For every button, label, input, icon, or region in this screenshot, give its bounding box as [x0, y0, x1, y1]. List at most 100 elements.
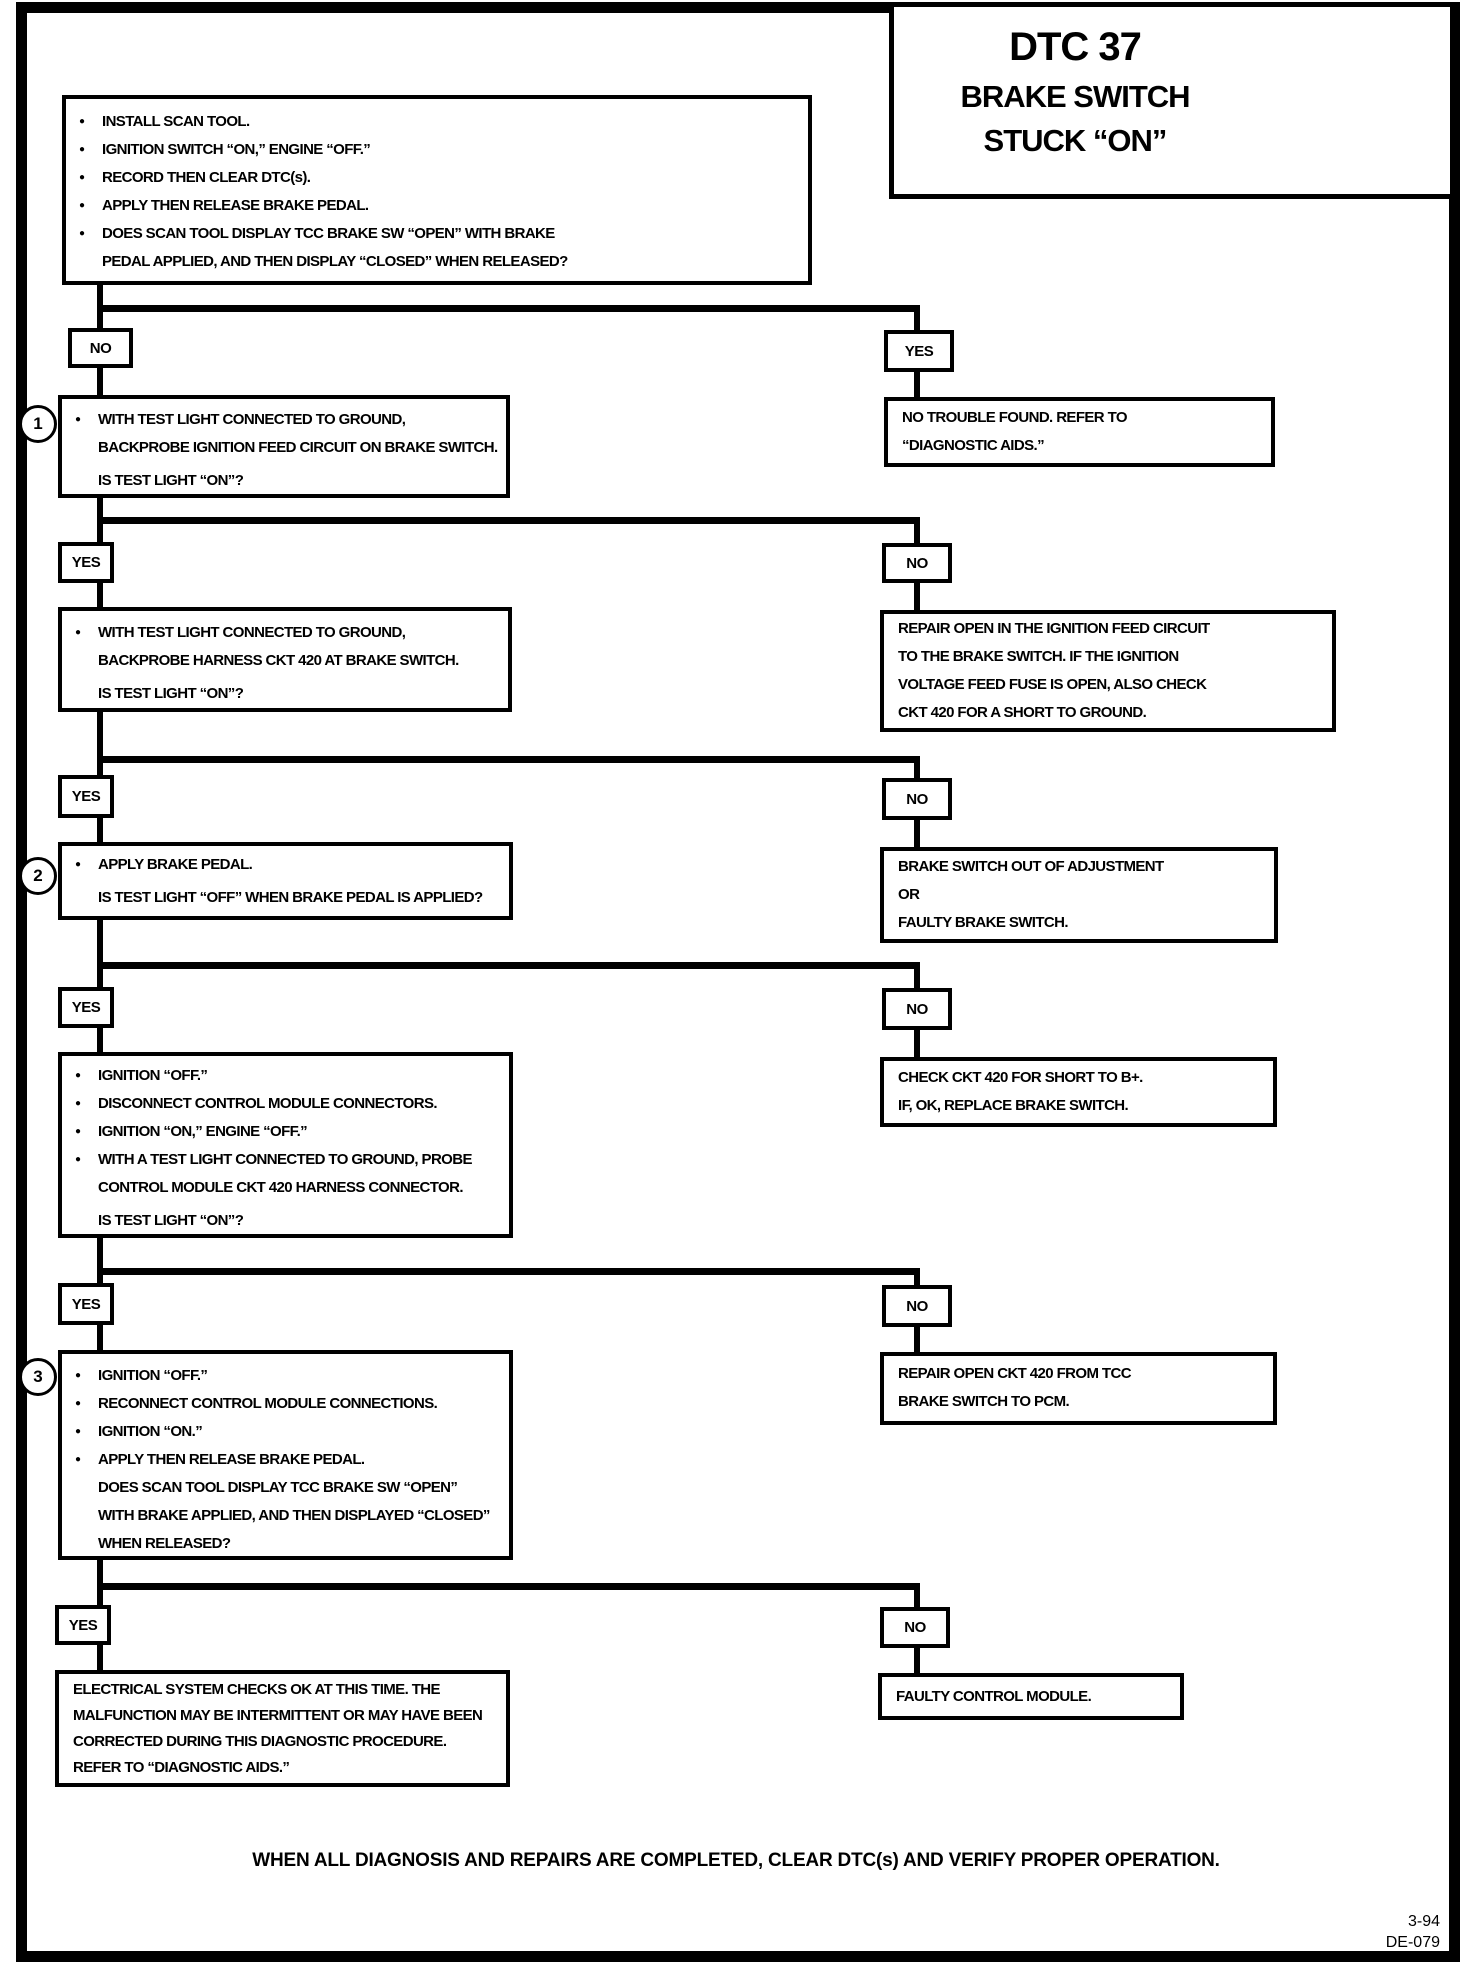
result-line: MALFUNCTION MAY BE INTERMITTENT OR MAY H… — [73, 1707, 483, 1724]
no-label: NO — [882, 543, 952, 583]
connector-line — [914, 517, 920, 547]
result-line: IF, OK, REPLACE BRAKE SWITCH. — [898, 1097, 1129, 1114]
step-marker-2: 2 — [19, 857, 57, 895]
no-label: NO — [882, 778, 952, 820]
document-number: DE-079 — [1385, 1934, 1440, 1951]
result-line: FAULTY CONTROL MODULE. — [896, 1688, 1092, 1705]
step-marker-3: 3 — [19, 1358, 57, 1396]
yes-label: YES — [884, 330, 954, 372]
connector-line — [914, 1268, 920, 1289]
title-line: STUCK “ON” — [983, 123, 1168, 158]
connector-line — [97, 1026, 103, 1056]
question-box-5: IGNITION “OFF.” RECONNECT CONTROL MODULE… — [58, 1350, 513, 1560]
title-line: BRAKE SWITCH — [960, 79, 1190, 114]
instruction-line: IGNITION SWITCH “ON,” ENGINE “OFF.” — [66, 136, 808, 164]
instruction-line: INSTALL SCAN TOOL. — [66, 108, 808, 136]
question-line: DOES SCAN TOOL DISPLAY TCC BRAKE SW “OPE… — [98, 1479, 458, 1496]
instruction-line: WITH TEST LIGHT CONNECTED TO GROUND, — [62, 619, 508, 647]
switch-adjustment-box: BRAKE SWITCH OUT OF ADJUSTMENT OR FAULTY… — [880, 847, 1278, 943]
repair-ignition-feed-box: REPAIR OPEN IN THE IGNITION FEED CIRCUIT… — [880, 610, 1336, 732]
result-line: REPAIR OPEN IN THE IGNITION FEED CIRCUIT — [898, 620, 1210, 637]
question-line: WHEN RELEASED? — [98, 1535, 231, 1552]
question-line: IS TEST LIGHT “ON”? — [98, 685, 244, 702]
branch-line — [97, 962, 920, 969]
instruction-line: APPLY BRAKE PEDAL. — [62, 851, 509, 879]
connector-line — [97, 918, 103, 991]
instruction-line: PEDAL APPLIED, AND THEN DISPLAY “CLOSED”… — [102, 253, 568, 270]
branch-line — [97, 517, 920, 524]
connector-line — [914, 305, 920, 334]
yes-label: YES — [58, 775, 114, 818]
branch-line — [97, 1268, 920, 1275]
result-line: FAULTY BRAKE SWITCH. — [898, 914, 1069, 931]
step-marker-1: 1 — [19, 405, 57, 443]
result-line: CORRECTED DURING THIS DIAGNOSTIC PROCEDU… — [73, 1733, 447, 1750]
connector-line — [914, 581, 920, 614]
connector-line — [914, 756, 920, 782]
result-line: VOLTAGE FEED FUSE IS OPEN, ALSO CHECK — [898, 676, 1207, 693]
branch-line — [97, 1583, 920, 1590]
instruction-line: WITH TEST LIGHT CONNECTED TO GROUND, — [62, 406, 506, 434]
instruction-line: DISCONNECT CONTROL MODULE CONNECTORS. — [62, 1090, 509, 1118]
result-line: BRAKE SWITCH OUT OF ADJUSTMENT — [898, 858, 1164, 875]
result-line: OR — [898, 886, 920, 903]
repair-ckt-box: REPAIR OPEN CKT 420 FROM TCC BRAKE SWITC… — [880, 1352, 1277, 1425]
page-reference: 3-94 DE-079 — [1386, 1911, 1440, 1953]
connector-line — [914, 1325, 920, 1356]
branch-line — [97, 756, 920, 763]
start-box: INSTALL SCAN TOOL. IGNITION SWITCH “ON,”… — [62, 95, 812, 285]
connector-line — [914, 370, 920, 401]
connector-line — [914, 962, 920, 992]
result-line: REPAIR OPEN CKT 420 FROM TCC — [898, 1365, 1132, 1382]
instruction-line: IGNITION “OFF.” — [62, 1062, 509, 1090]
dtc-title: DTC 37 — [1009, 25, 1142, 69]
question-box-4: IGNITION “OFF.” DISCONNECT CONTROL MODUL… — [58, 1052, 513, 1238]
question-box-1: WITH TEST LIGHT CONNECTED TO GROUND, BAC… — [58, 395, 510, 498]
no-trouble-box: NO TROUBLE FOUND. REFER TO “DIAGNOSTIC A… — [884, 397, 1275, 467]
instruction-line: APPLY THEN RELEASE BRAKE PEDAL. — [62, 1446, 509, 1474]
question-line: IS TEST LIGHT “OFF” WHEN BRAKE PEDAL IS … — [98, 889, 483, 906]
result-line: BRAKE SWITCH TO PCM. — [898, 1393, 1070, 1410]
no-label: NO — [880, 1607, 950, 1648]
yes-label: YES — [58, 1283, 114, 1325]
question-line: IS TEST LIGHT “ON”? — [98, 1212, 244, 1229]
result-line: CKT 420 FOR A SHORT TO GROUND. — [898, 704, 1147, 721]
faulty-module-box: FAULTY CONTROL MODULE. — [878, 1673, 1184, 1720]
page-border — [16, 2, 1460, 1962]
footer-note: WHEN ALL DIAGNOSIS AND REPAIRS ARE COMPL… — [252, 1850, 1220, 1871]
instruction-line: DOES SCAN TOOL DISPLAY TCC BRAKE SW “OPE… — [66, 220, 808, 248]
instruction-line: APPLY THEN RELEASE BRAKE PEDAL. — [66, 192, 808, 220]
connector-line — [914, 818, 920, 851]
result-line: CHECK CKT 420 FOR SHORT TO B+. — [898, 1069, 1143, 1086]
instruction-line: IGNITION “ON.” — [62, 1418, 509, 1446]
result-line: TO THE BRAKE SWITCH. IF THE IGNITION — [898, 648, 1179, 665]
result-line: “DIAGNOSTIC AIDS.” — [902, 437, 1045, 454]
connector-line — [97, 816, 103, 846]
page-number: 3-94 — [1407, 1913, 1440, 1930]
instruction-line: BACKPROBE IGNITION FEED CIRCUIT ON BRAKE… — [98, 439, 498, 456]
instruction-line: IGNITION “OFF.” — [62, 1362, 509, 1390]
yes-label: YES — [55, 1605, 111, 1645]
connector-line — [97, 710, 103, 779]
connector-line — [97, 1236, 103, 1287]
instruction-line: CONTROL MODULE CKT 420 HARNESS CONNECTOR… — [98, 1179, 463, 1196]
connector-line — [97, 366, 103, 399]
connector-line — [97, 581, 103, 611]
question-box-3: APPLY BRAKE PEDAL. IS TEST LIGHT “OFF” W… — [58, 842, 513, 920]
instruction-line: WITH A TEST LIGHT CONNECTED TO GROUND, P… — [62, 1146, 509, 1174]
no-label: NO — [68, 328, 133, 368]
result-line: REFER TO “DIAGNOSTIC AIDS.” — [73, 1759, 290, 1776]
check-ckt-box: CHECK CKT 420 FOR SHORT TO B+. IF, OK, R… — [880, 1057, 1277, 1127]
connector-line — [97, 1643, 103, 1674]
instruction-line: RECONNECT CONTROL MODULE CONNECTIONS. — [62, 1390, 509, 1418]
yes-label: YES — [58, 987, 114, 1028]
no-label: NO — [882, 1285, 952, 1327]
connector-line — [97, 1323, 103, 1354]
electrical-ok-box: ELECTRICAL SYSTEM CHECKS OK AT THIS TIME… — [55, 1670, 510, 1787]
connector-line — [914, 1583, 920, 1611]
connector-line — [914, 1646, 920, 1677]
question-line: IS TEST LIGHT “ON”? — [98, 472, 244, 489]
branch-line — [97, 305, 920, 312]
instruction-line: RECORD THEN CLEAR DTC(s). — [66, 164, 808, 192]
